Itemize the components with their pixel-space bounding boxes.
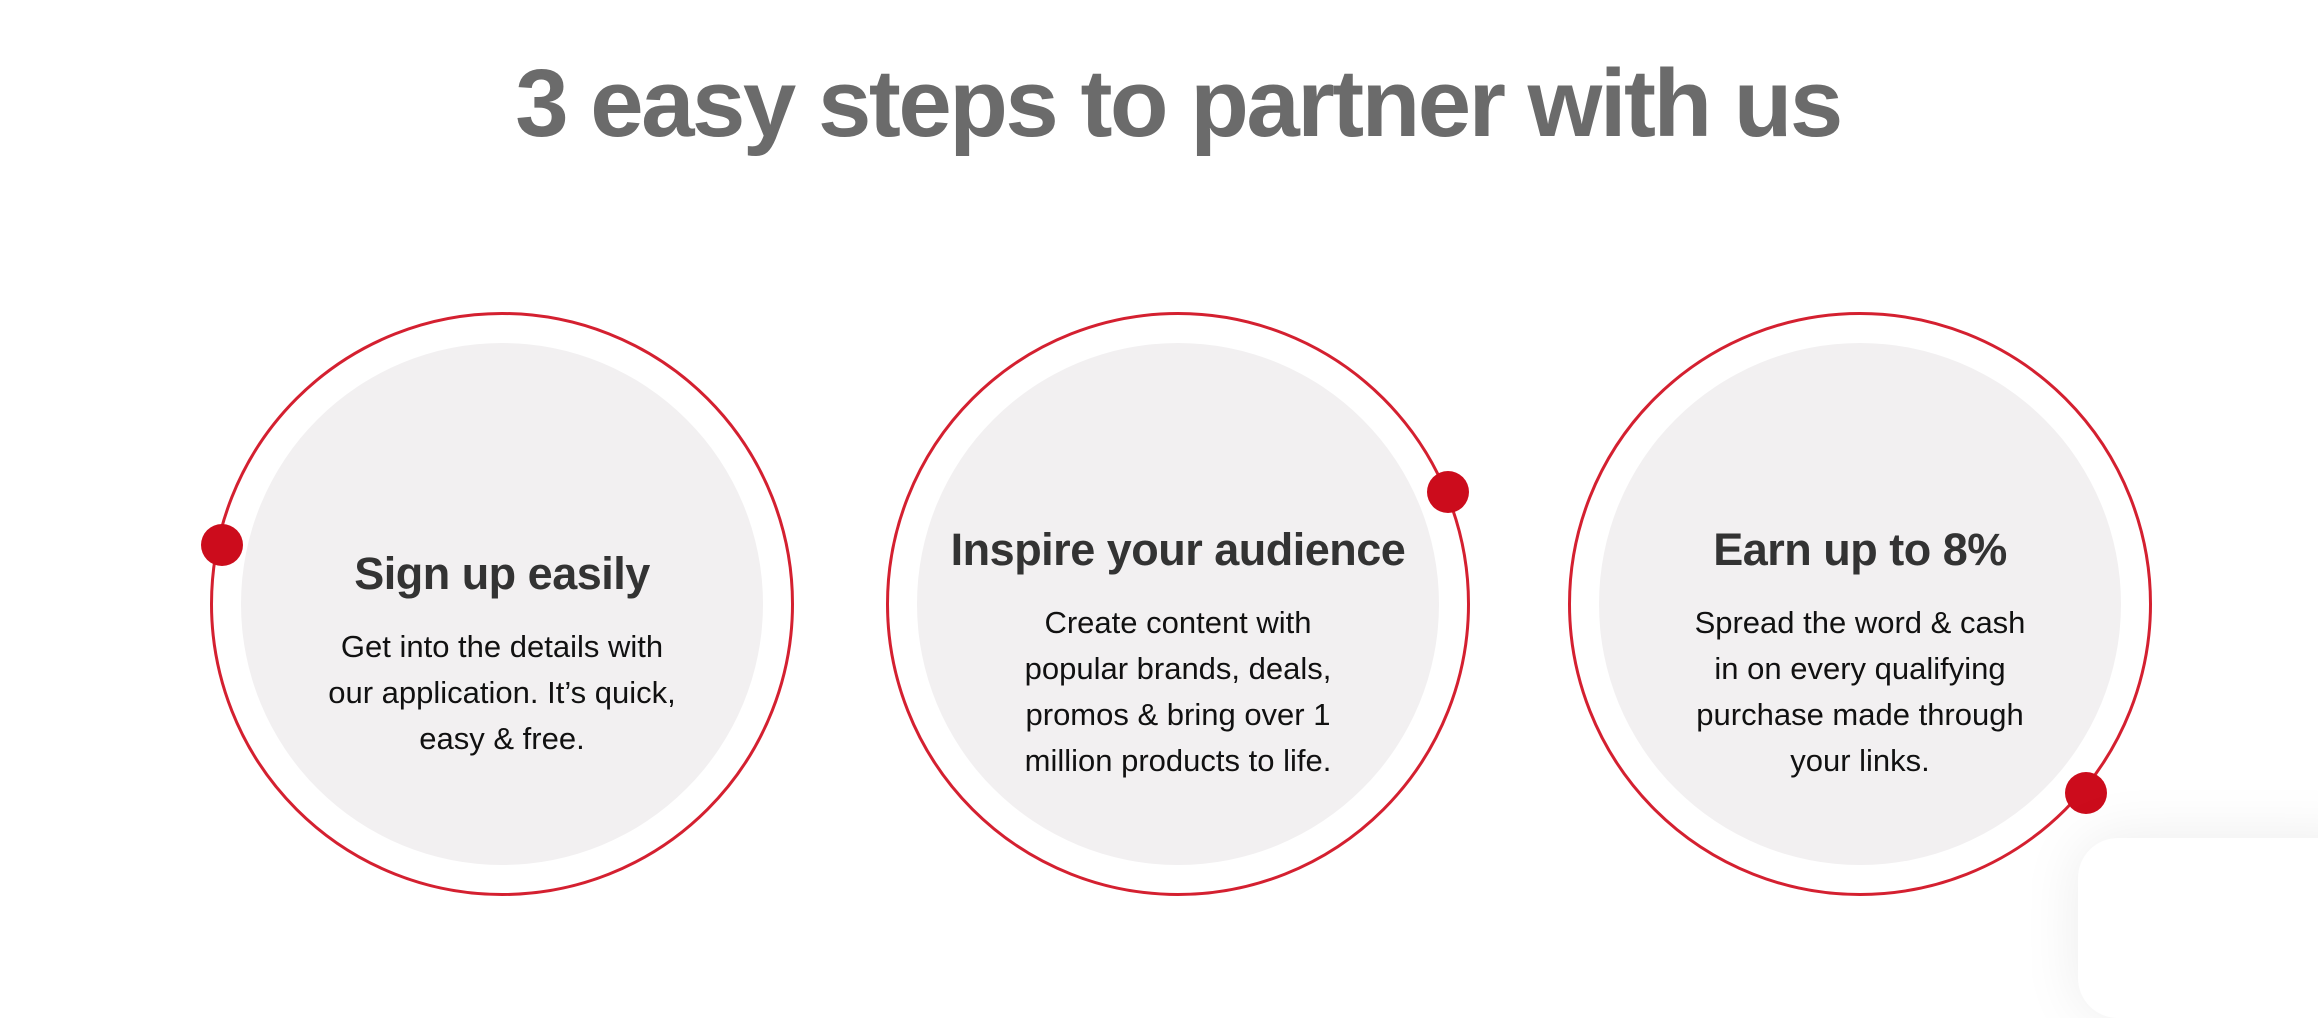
step-description-line: Create content with [1044,605,1312,640]
step-card-earn: Earn up to 8% Spread the word & cash in … [1568,312,2152,896]
step-description-line: Get into the details with [340,629,664,664]
step-description-line: our application. It’s quick, [328,675,676,710]
step-content: Sign up easily Get into the details with… [267,548,737,762]
step-description-line: popular brands, deals, [1024,651,1332,686]
step-description: Spread the word & cash in on every quali… [1625,600,2095,784]
steps-section: Sign up easily Get into the details with… [201,312,2152,896]
page-title: 3 easy steps to partner with us [515,50,1843,157]
step-card-inspire: Inspire your audience Create content wit… [886,312,1470,896]
step-description-line: million products to life. [1024,743,1332,778]
progress-ring [886,312,1470,896]
step-description-line: easy & free. [419,721,585,756]
step-disc [917,343,1439,865]
progress-dot-icon [2065,772,2107,814]
step-content: Inspire your audience Create content wit… [943,524,1413,784]
step-description: Create content with popular brands, deal… [943,600,1413,784]
step-title: Earn up to 8% [1713,524,2007,575]
step-title: Sign up easily [354,548,650,599]
step-disc [1599,343,2121,865]
step-card-sign-up: Sign up easily Get into the details with… [201,312,794,896]
progress-ring [210,312,794,896]
step-content: Earn up to 8% Spread the word & cash in … [1625,524,2095,784]
progress-dot-icon [201,524,243,566]
progress-dot-icon [1427,471,1469,513]
step-description-line: in on every qualifying [1714,651,2006,686]
step-description-line: Spread the word & cash [1694,605,2026,640]
floating-panel-shadow [2078,838,2318,1018]
step-description: Get into the details with our applicatio… [267,624,737,762]
step-description-line: purchase made through [1696,697,2024,732]
progress-ring [1568,312,2152,896]
step-disc [241,343,763,865]
step-description-line: your links. [1790,743,1930,778]
step-title: Inspire your audience [950,524,1406,575]
step-description-line: promos & bring over 1 [1025,697,1331,732]
